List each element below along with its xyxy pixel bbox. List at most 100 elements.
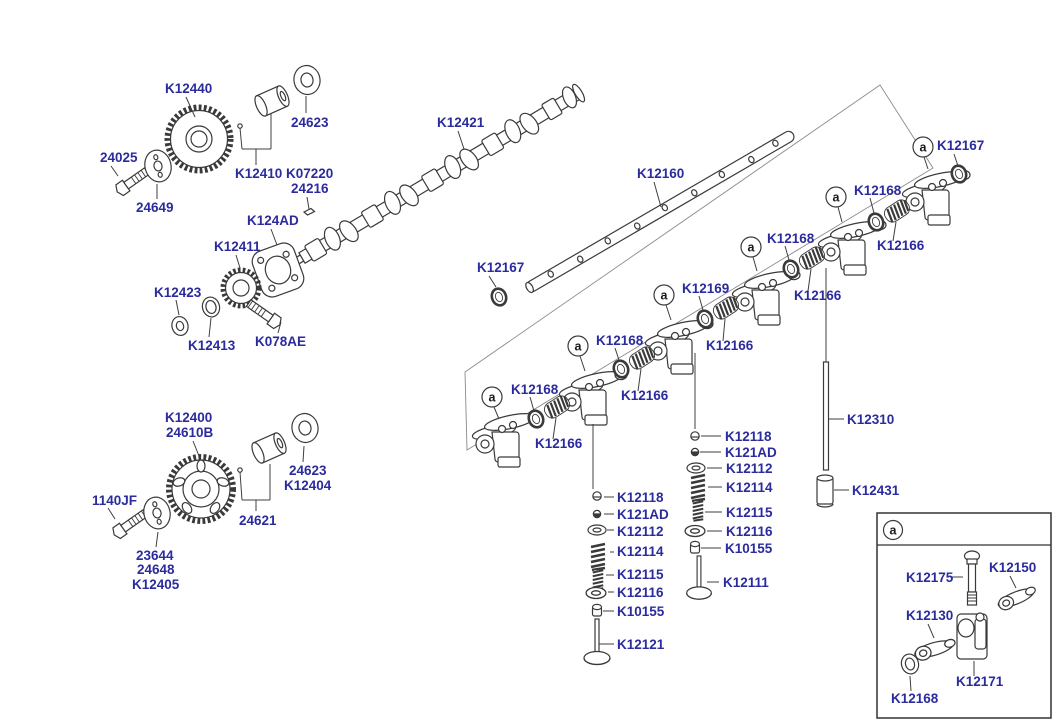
marker-a-5: a [825,186,847,208]
part-label-24623-top[interactable]: 24623 [291,115,329,130]
bracket-k12171 [956,612,988,660]
part-label-k121ad-left[interactable]: K121AD [617,507,669,522]
cap-k12118-right [690,431,700,441]
part-label-k12114-left[interactable]: K12114 [617,544,664,559]
part-label-k12168-2[interactable]: K12168 [596,333,644,348]
part-label-k12169[interactable]: K12169 [682,281,729,296]
marker-a-3: a [653,284,675,306]
camshaft-gear-k12440 [164,104,234,174]
marker-a-label: a [890,524,898,538]
part-label-k12115-left[interactable]: K12115 [617,567,664,582]
part-label-k12405[interactable]: K12405 [132,577,180,592]
part-label-k12167-left[interactable]: K12167 [477,260,524,275]
part-label-24623-bottom[interactable]: 24623 [289,463,327,478]
part-label-k12166-1[interactable]: K12166 [535,436,583,451]
retainer-k12112-right [686,462,706,474]
part-label-k12413[interactable]: K12413 [188,338,236,353]
spring-k12114-right [688,473,708,503]
keeper-k121ad-left [592,509,602,519]
part-label-k12411[interactable]: K12411 [214,239,261,254]
marker-a-label: a [489,391,497,405]
part-label-k12116-right[interactable]: K12116 [726,524,773,539]
part-label-k12130[interactable]: K12130 [906,608,953,623]
marker-a-label: a [748,241,756,255]
part-label-k12112-left[interactable]: K12112 [617,524,664,539]
keeper-k121ad-right [690,447,700,457]
marker-a-2: a [567,335,589,357]
part-label-k07220[interactable]: K07220 [286,166,333,181]
marker-a-label: a [920,141,928,155]
part-label-k10155-right[interactable]: K10155 [725,541,773,556]
part-label-k12166-5[interactable]: K12166 [877,238,925,253]
spring-k12115-right [691,500,705,522]
seat-k12116-left [585,586,607,600]
part-label-k12421[interactable]: K12421 [437,115,485,130]
part-label-k12410[interactable]: K12410 [235,166,282,181]
rod-k12310 [822,361,830,471]
part-label-k12440[interactable]: K12440 [165,81,212,96]
part-label-k12116-left[interactable]: K12116 [617,585,664,600]
part-label-k12114-right[interactable]: K12114 [726,480,773,495]
marker-a-inset: a [882,519,904,541]
part-label-k12168-1[interactable]: K12168 [511,382,559,397]
part-label-k12112-right[interactable]: K12112 [726,461,773,476]
part-label-24649[interactable]: 24649 [136,200,174,215]
rocker-shaft-drawing [525,130,795,294]
part-label-23644[interactable]: 23644 [136,548,174,563]
part-label-k12121[interactable]: K12121 [617,637,665,652]
part-label-k12111[interactable]: K12111 [723,575,769,590]
ring-k12168-1 [525,407,547,431]
part-label-k12310[interactable]: K12310 [847,412,894,427]
part-label-k12118-left[interactable]: K12118 [617,490,664,505]
part-label-24610b[interactable]: 24610B [166,425,214,440]
marker-a-label: a [575,340,583,354]
marker-a-4: a [740,236,762,258]
part-label-k12423[interactable]: K12423 [154,285,202,300]
marker-a-1: a [481,386,503,408]
spring-k12114-left [588,542,608,572]
part-label-k12400[interactable]: K12400 [165,410,212,425]
gear-k12411 [220,267,262,309]
part-label-k121ad-right[interactable]: K121AD [725,445,777,460]
part-label-k12166-3[interactable]: K12166 [706,338,754,353]
rocker-assembly-2 [557,367,628,426]
part-label-k12404[interactable]: K12404 [284,478,332,493]
flange-k124ad [251,242,305,298]
part-label-k12166-4[interactable]: K12166 [794,288,842,303]
part-label-24025[interactable]: 24025 [100,150,138,165]
part-label-k12160[interactable]: K12160 [637,166,684,181]
washer-24623-top [290,62,324,98]
part-label-24648[interactable]: 24648 [137,562,175,577]
spacer-k12410 [251,83,293,119]
part-label-k12171[interactable]: K12171 [956,674,1004,689]
part-label-24621[interactable]: 24621 [239,513,277,528]
part-label-k078ae[interactable]: K078AE [255,334,306,349]
part-label-k12115-right[interactable]: K12115 [726,505,773,520]
part-label-k10155-left[interactable]: K10155 [617,604,665,619]
part-label-k12168-4[interactable]: K12168 [767,231,815,246]
part-label-24216[interactable]: 24216 [291,181,329,196]
part-label-k124ad[interactable]: K124AD [247,213,299,228]
part-label-k12431[interactable]: K12431 [852,483,900,498]
bolt-24621-dot [237,467,243,473]
marker-a-6: a [912,136,934,158]
part-label-1140jf[interactable]: 1140JF [92,493,137,508]
part-label-k12168-5[interactable]: K12168 [854,183,902,198]
part-label-k12167-right[interactable]: K12167 [937,138,984,153]
retainer-k12112-left [587,524,607,536]
valve-k12121 [583,618,611,666]
part-label-k12175[interactable]: K12175 [906,570,954,585]
key-24216 [302,207,316,216]
cap-k12118-left [592,491,602,501]
camshaft-drawing [276,83,586,276]
valve-k12111 [686,555,712,600]
ring-k12168-inset [900,653,920,675]
callout-markers: a a a a a a a [481,136,934,541]
part-label-k12118-right[interactable]: K12118 [725,429,772,444]
part-label-k12168-inset[interactable]: K12168 [891,691,939,706]
part-label-k12166-2[interactable]: K12166 [621,388,669,403]
seal-k12423 [171,315,189,337]
part-label-k12150[interactable]: K12150 [989,560,1036,575]
